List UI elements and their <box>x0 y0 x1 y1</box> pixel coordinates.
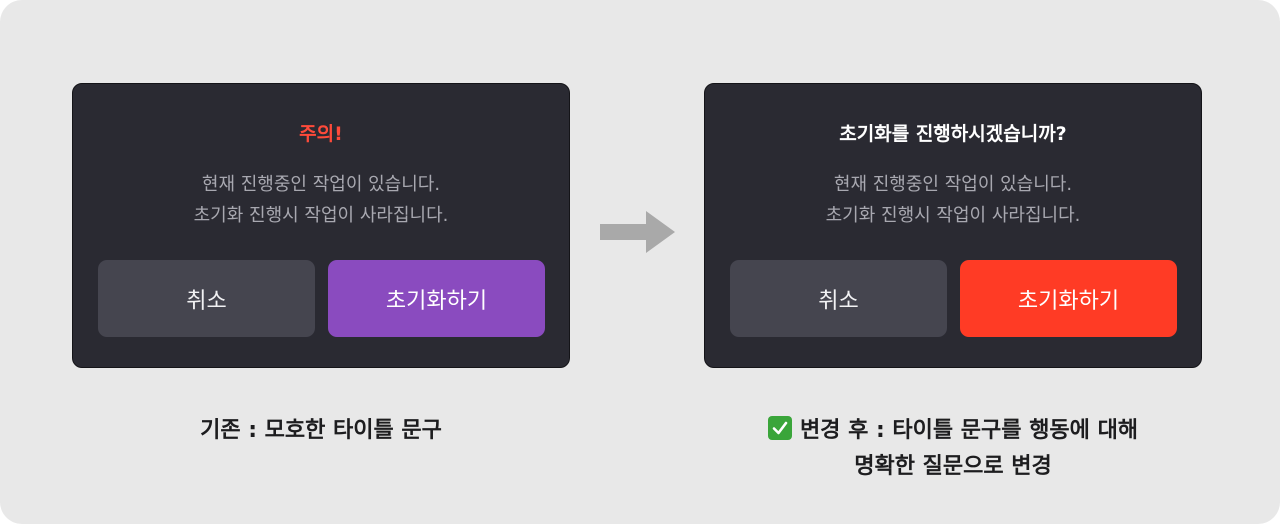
arrow-right-icon <box>600 211 675 253</box>
before-dialog-body-line-2: 초기화 진행시 작업이 사라집니다. <box>193 205 449 226</box>
after-caption: 변경 후 : 타이틀 문구를 행동에 대해 명확한 질문으로 변경 <box>704 413 1202 485</box>
before-dialog-title: 주의! <box>299 123 343 145</box>
before-dialog-body: 현재 진행중인 작업이 있습니다. 초기화 진행시 작업이 사라집니다. <box>73 169 569 231</box>
before-dialog: 주의! 현재 진행중인 작업이 있습니다. 초기화 진행시 작업이 사라집니다.… <box>72 83 570 368</box>
before-caption: 기존 : 모호한 타이틀 문구 <box>200 418 442 443</box>
after-dialog-title: 초기화를 진행하시겠습니까? <box>839 123 1067 145</box>
after-caption-text-1: 변경 후 : 타이틀 문구를 행동에 대해 <box>799 418 1139 443</box>
after-dialog-body: 현재 진행중인 작업이 있습니다. 초기화 진행시 작업이 사라집니다. <box>705 169 1201 231</box>
before-reset-button[interactable]: 초기화하기 <box>328 260 545 337</box>
after-dialog: 초기화를 진행하시겠습니까? 현재 진행중인 작업이 있습니다. 초기화 진행시… <box>704 83 1202 368</box>
before-cancel-button[interactable]: 취소 <box>98 260 315 337</box>
after-cancel-button[interactable]: 취소 <box>730 260 947 337</box>
check-mark-icon <box>767 416 792 440</box>
after-dialog-body-line-2: 초기화 진행시 작업이 사라집니다. <box>825 205 1081 226</box>
after-caption-line-1: 변경 후 : 타이틀 문구를 행동에 대해 <box>704 413 1202 449</box>
after-caption-line-2: 명확한 질문으로 변경 <box>854 454 1052 479</box>
after-dialog-body-line-1: 현재 진행중인 작업이 있습니다. <box>833 174 1073 195</box>
before-dialog-body-line-1: 현재 진행중인 작업이 있습니다. <box>201 174 441 195</box>
after-reset-button[interactable]: 초기화하기 <box>960 260 1177 337</box>
